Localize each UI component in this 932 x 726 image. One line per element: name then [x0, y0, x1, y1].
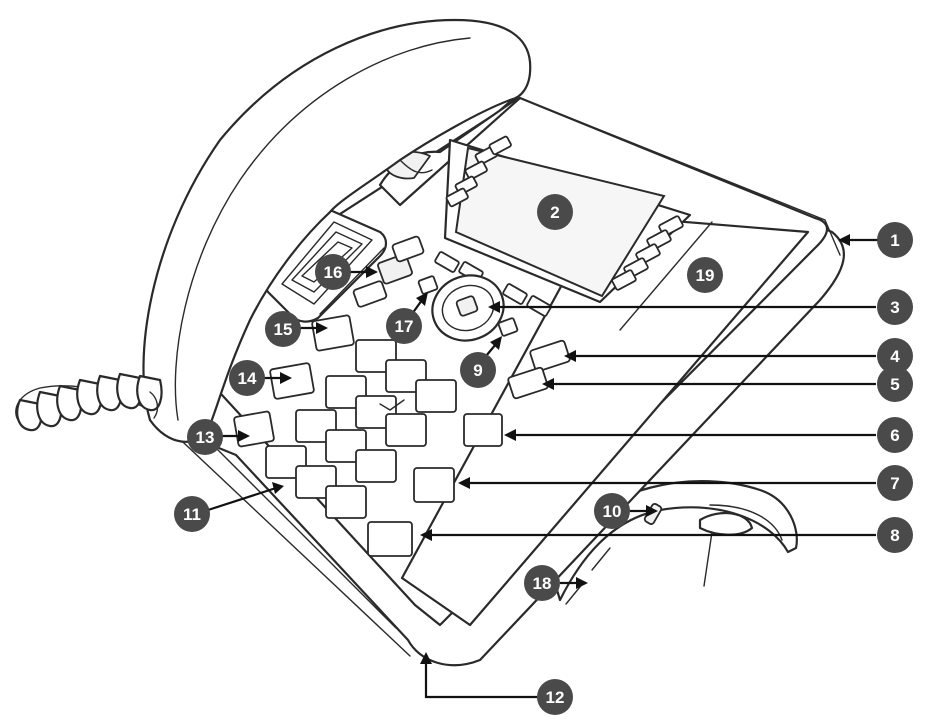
callout-2: 2	[537, 194, 573, 230]
callout-1: 1	[877, 222, 913, 258]
callout-17: 17	[386, 308, 422, 344]
callout-5-label: 5	[890, 375, 899, 394]
callout-4: 4	[877, 338, 913, 374]
callout-8-label: 8	[890, 526, 899, 545]
callout-11-label: 11	[183, 505, 201, 524]
small-keys	[352, 235, 519, 337]
callout-10-label: 10	[603, 502, 622, 521]
callout-3-label: 3	[890, 298, 899, 317]
callout-10: 10	[594, 493, 630, 529]
leader-lines	[207, 234, 878, 699]
right-line-keys	[611, 215, 684, 291]
callout-8: 8	[877, 517, 913, 553]
callout-18: 18	[524, 565, 560, 601]
callout-13-label: 13	[196, 428, 215, 447]
callout-5: 5	[877, 366, 913, 402]
callout-1-label: 1	[890, 231, 899, 250]
callout-9-label: 9	[473, 361, 482, 380]
callout-3: 3	[877, 289, 913, 325]
right-function-keys	[367, 339, 571, 557]
left-line-keys	[445, 135, 512, 208]
left-function-keys	[233, 314, 355, 448]
callout-7: 7	[877, 465, 913, 501]
callout-12-label: 12	[546, 688, 565, 707]
navigation-cluster	[431, 274, 505, 342]
callout-14: 14	[229, 360, 265, 396]
callout-16: 16	[315, 254, 351, 290]
callout-15-label: 15	[274, 320, 293, 339]
dial-pad	[265, 339, 457, 519]
callout-7-label: 7	[890, 474, 899, 493]
callout-17-label: 17	[395, 317, 414, 336]
callout-4-label: 4	[890, 347, 900, 366]
callout-15: 15	[265, 311, 301, 347]
callout-16-label: 16	[324, 263, 343, 282]
callout-6-label: 6	[890, 426, 899, 445]
handset	[142, 18, 532, 443]
coiled-cord	[15, 372, 163, 432]
callout-2-label: 2	[550, 203, 559, 222]
callout-9: 9	[460, 352, 496, 388]
callout-6: 6	[877, 417, 913, 453]
callout-18-label: 18	[533, 574, 552, 593]
callout-19-label: 19	[696, 266, 715, 285]
callout-14-label: 14	[238, 369, 257, 388]
callout-19: 19	[687, 257, 723, 293]
callout-11: 11	[174, 496, 210, 532]
callout-12: 12	[537, 679, 573, 715]
callout-13: 13	[187, 419, 223, 455]
